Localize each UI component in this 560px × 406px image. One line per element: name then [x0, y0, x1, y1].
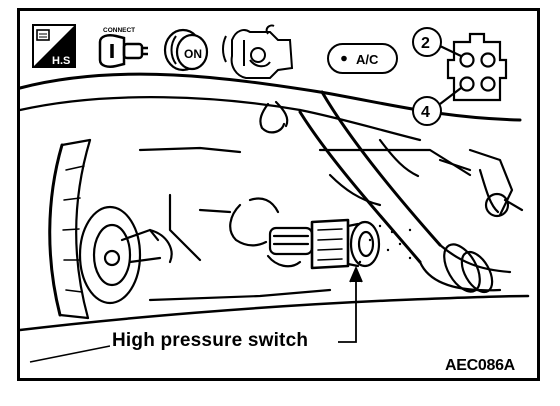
engine-running-icon [222, 24, 294, 79]
pin-callout-2: 2 [412, 27, 442, 57]
figure-code: AEC086A [445, 357, 515, 374]
svg-text:A/C: A/C [356, 52, 379, 67]
svg-text:ON: ON [184, 47, 202, 61]
ac-switch-icon: A/C [327, 43, 398, 74]
svg-text:CONNECT: CONNECT [103, 27, 135, 34]
connect-plug-icon: CONNECT [98, 27, 148, 68]
svg-text:2: 2 [421, 35, 430, 52]
svg-text:H.S: H.S [52, 55, 70, 67]
hs-badge-icon: H.S [32, 24, 76, 68]
frame-corner-leader [29, 345, 111, 363]
engine-bay-illustration [18, 72, 530, 332]
pin-callout-4: 4 [412, 96, 442, 126]
ignition-key-on-icon: ON [163, 28, 209, 72]
connector-pin-diagram [439, 32, 508, 105]
high-pressure-switch-label: High pressure switch [110, 330, 311, 352]
svg-text:4: 4 [421, 104, 430, 121]
callout-leader-line [338, 265, 363, 343]
